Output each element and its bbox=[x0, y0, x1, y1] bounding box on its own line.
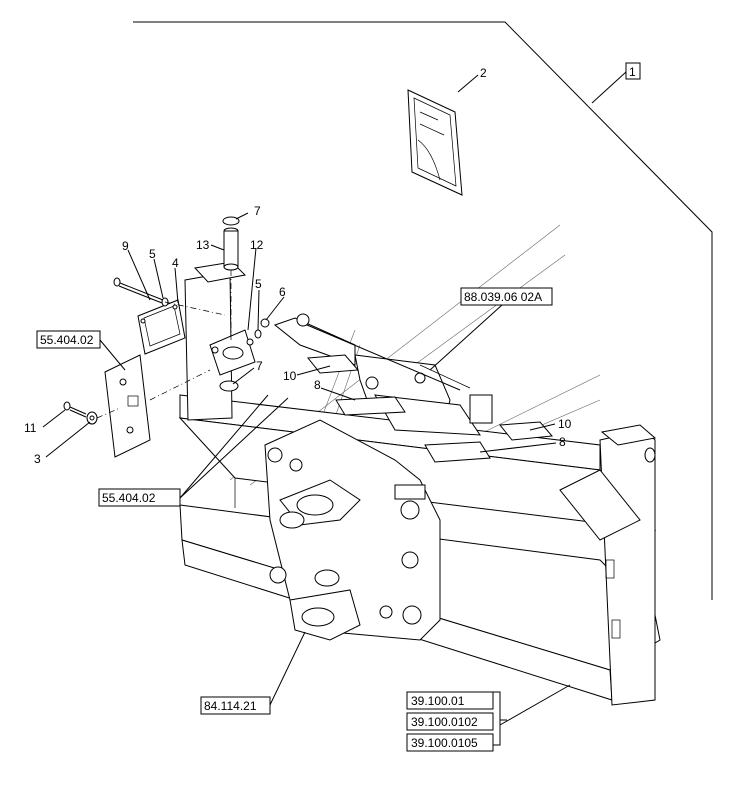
pin-13 bbox=[223, 227, 239, 271]
ref-box-39b bbox=[406, 712, 494, 731]
item-1-leader bbox=[591, 71, 627, 104]
ref-box-84 bbox=[200, 696, 271, 715]
washer-5 bbox=[254, 329, 262, 339]
callout-7-bottom: 7 bbox=[256, 359, 263, 373]
ref-84-114-21: 84.114.21 bbox=[204, 699, 257, 713]
ref-box-55-top bbox=[36, 330, 101, 349]
hitch-assembly bbox=[264, 419, 441, 641]
callout-3: 3 bbox=[34, 452, 41, 466]
ref-88-039-06-02a: 88.039.06 02A bbox=[464, 290, 542, 304]
callout-4: 4 bbox=[172, 256, 179, 270]
callout-7-top: 7 bbox=[254, 204, 261, 218]
screw-11 bbox=[63, 401, 87, 418]
ref-box-39c bbox=[406, 733, 494, 752]
ref-39-100-0102: 39.100.0102 bbox=[411, 715, 478, 729]
ref-55-404-02-top: 55.404.02 bbox=[40, 333, 94, 347]
shim-plate-8-right bbox=[424, 441, 491, 463]
plate-4 bbox=[137, 299, 186, 355]
cover-plate bbox=[104, 354, 151, 458]
ref-box-55-bottom bbox=[98, 488, 181, 507]
decal-booklet bbox=[407, 89, 463, 196]
centerlines bbox=[96, 270, 232, 419]
shim-plate-8-left bbox=[335, 396, 406, 416]
ref-39-100-0105: 39.100.0105 bbox=[411, 736, 478, 750]
callout-5-right: 5 bbox=[255, 277, 262, 291]
ref-39-100-01: 39.100.01 bbox=[411, 694, 465, 708]
leader-lines bbox=[42, 212, 571, 726]
ref-55-404-02-bottom: 55.404.02 bbox=[102, 491, 156, 505]
callout-6: 6 bbox=[279, 285, 286, 299]
callout-11: 11 bbox=[24, 421, 37, 435]
ref-group-bracket bbox=[493, 691, 501, 746]
callout-5-left: 5 bbox=[149, 247, 156, 261]
callout-1: 1 bbox=[629, 65, 636, 79]
washer-3-hole bbox=[89, 415, 95, 421]
item-1-box bbox=[625, 62, 641, 80]
callout-8-left: 8 bbox=[314, 378, 321, 392]
ref-box-39a bbox=[406, 691, 494, 710]
o-ring-7-top bbox=[222, 216, 240, 226]
bolt-9 bbox=[113, 277, 169, 307]
ref-box-88 bbox=[460, 287, 553, 306]
bracket-12 bbox=[209, 329, 256, 376]
callout-13: 13 bbox=[196, 238, 210, 252]
callout-10-left: 10 bbox=[283, 369, 297, 383]
item-2-leader bbox=[457, 74, 479, 93]
callout-9: 9 bbox=[122, 239, 129, 253]
nut-6 bbox=[260, 318, 270, 328]
callout-10-right: 10 bbox=[558, 417, 572, 431]
callout-2: 2 bbox=[480, 66, 487, 80]
shim-plate-10-right bbox=[499, 421, 554, 441]
callout-12: 12 bbox=[250, 238, 264, 252]
callout-8-right: 8 bbox=[559, 435, 566, 449]
item-1-bracket-line bbox=[133, 21, 713, 600]
